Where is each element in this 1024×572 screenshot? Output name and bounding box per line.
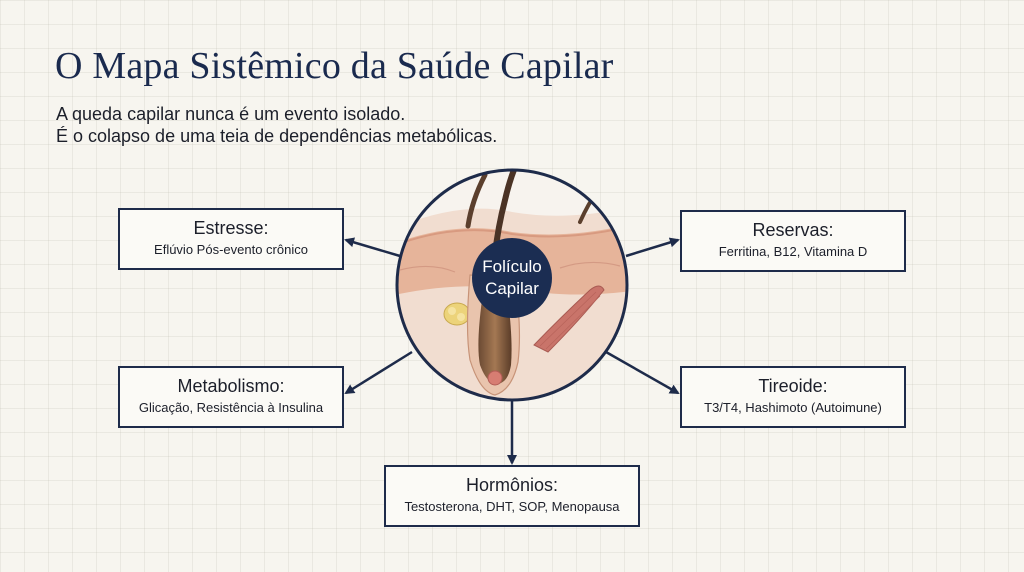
arrow-to-tireoide [605,350,680,395]
subtitle-line-1: A queda capilar nunca é um evento isolad… [56,104,406,124]
node-hormonios-detail: Testosterona, DHT, SOP, Menopausa [404,499,620,514]
follicle-frame [395,168,629,402]
arrow-to-reservas [625,237,680,258]
node-metabolismo: Metabolismo: Glicação, Resistência à Ins… [118,366,344,428]
node-reservas-title: Reservas: [752,220,834,240]
node-tireoide: Tireoide: T3/T4, Hashimoto (Autoimune) [680,366,906,428]
node-hormonios: Hormônios: Testosterona, DHT, SOP, Menop… [384,465,640,527]
node-tireoide-detail: T3/T4, Hashimoto (Autoimune) [704,400,882,415]
center-follicle-badge: Folículo Capilar [472,238,552,318]
page-subtitle: A queda capilar nunca é um evento isolad… [56,103,497,147]
page-title: O Mapa Sistêmico da Saúde Capilar [55,45,614,87]
node-tireoide-title: Tireoide: [758,376,828,396]
node-estresse-detail: Eflúvio Pós-evento crônico [154,242,308,257]
arrow-to-metabolismo [344,350,413,395]
node-estresse-title: Estresse: [193,218,269,238]
subtitle-line-2: É o colapso de uma teia de dependências … [56,126,498,146]
node-estresse: Estresse: Eflúvio Pós-evento crônico [118,208,344,270]
node-reservas-detail: Ferritina, B12, Vitamina D [718,244,868,259]
arrow-to-estresse [344,237,401,258]
node-metabolismo-title: Metabolismo: [177,376,285,396]
center-label-line-1: Folículo [482,257,542,276]
node-hormonios-title: Hormônios: [465,475,559,495]
center-label-line-2: Capilar [485,279,539,298]
node-reservas: Reservas: Ferritina, B12, Vitamina D [680,210,906,272]
node-metabolismo-detail: Glicação, Resistência à Insulina [138,400,324,415]
